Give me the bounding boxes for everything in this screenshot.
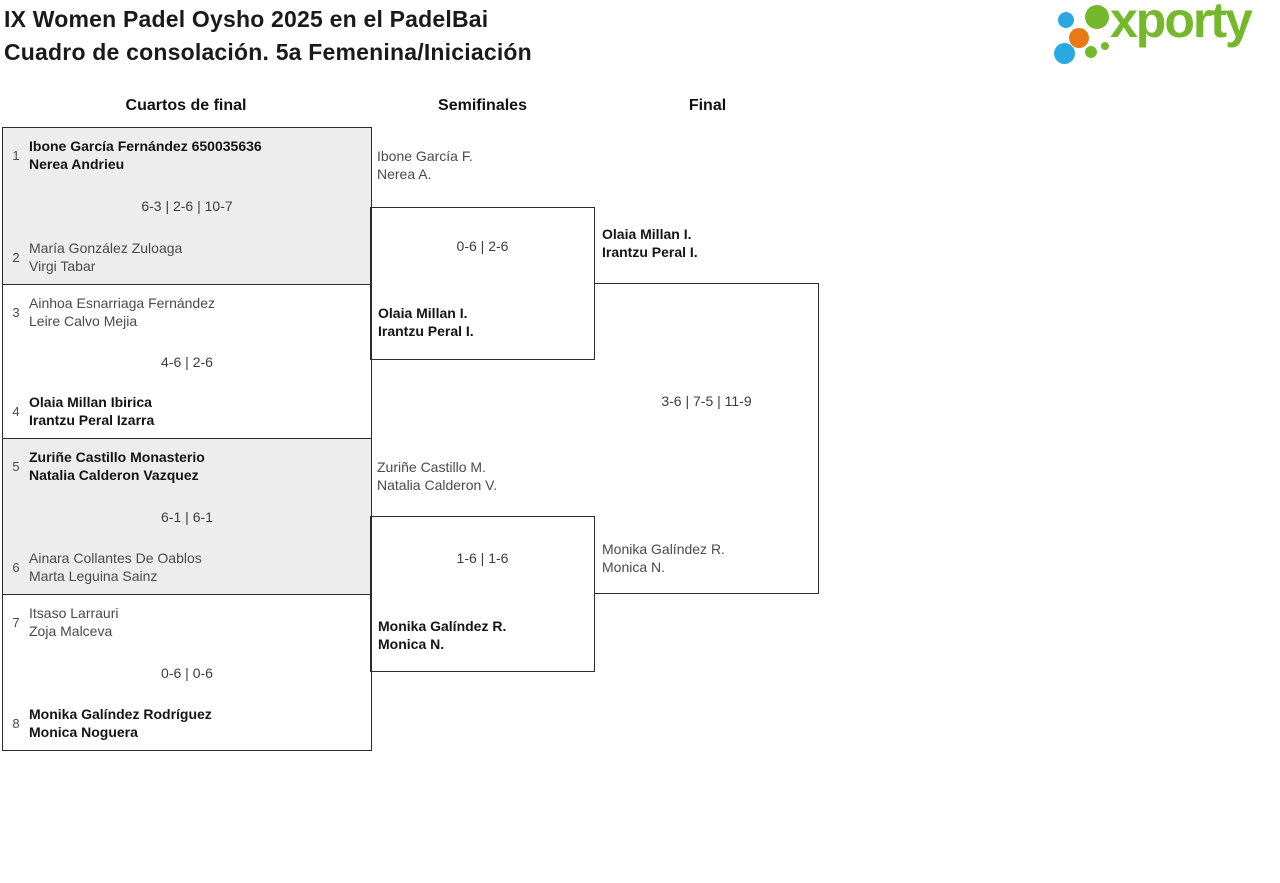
team-name: Itsaso Larrauri Zoja Malceva bbox=[29, 605, 119, 639]
sf2-bottom-team: Monika Galíndez R. Monica N. bbox=[378, 618, 507, 652]
qf4-bottom-team: 8 Monika Galíndez Rodríguez Monica Nogue… bbox=[3, 705, 371, 741]
logo-dot-green-tiny bbox=[1101, 42, 1109, 50]
sf1-bottom-team: Olaia Millan I. Irantzu Peral I. bbox=[378, 305, 474, 339]
qf4-top-team: 7 Itsaso Larrauri Zoja Malceva bbox=[3, 604, 371, 640]
sf2-top-team: Zuriñe Castillo M. Natalia Calderon V. bbox=[377, 459, 498, 493]
seed-number: 8 bbox=[12, 715, 20, 731]
round-header-semifinales: Semifinales bbox=[438, 97, 527, 114]
xporty-logo: xporty bbox=[1048, 0, 1280, 70]
team-name: Ainhoa Esnarriaga Fernández Leire Calvo … bbox=[29, 295, 216, 329]
final-bottom-team: Monika Galíndez R. Monica N. bbox=[602, 541, 725, 575]
team-name: Olaia Millan Ibirica Irantzu Peral Izarr… bbox=[29, 394, 155, 428]
match-score: 1-6 | 1-6 bbox=[456, 550, 509, 566]
logo-dot-green-small bbox=[1085, 46, 1097, 58]
match-score: 0-6 | 0-6 bbox=[161, 664, 213, 681]
seed-number: 6 bbox=[12, 559, 20, 575]
quarterfinals-column: 1 Ibone García Fernández 650035636 Nerea… bbox=[2, 127, 372, 751]
qf3-top-team: 5 Zuriñe Castillo Monasterio Natalia Cal… bbox=[3, 448, 371, 484]
seed-number: 1 bbox=[12, 147, 20, 163]
qf-match-4[interactable]: 7 Itsaso Larrauri Zoja Malceva 0-6 | 0-6… bbox=[3, 594, 371, 750]
round-header-cuartos: Cuartos de final bbox=[125, 97, 247, 114]
match-score: 6-3 | 2-6 | 10-7 bbox=[141, 198, 233, 214]
sf1-top-team: Ibone García F. Nerea A. bbox=[377, 148, 473, 182]
page-subtitle: Cuadro de consolación. 5a Femenina/Inici… bbox=[4, 39, 532, 65]
match-score: 0-6 | 2-6 bbox=[456, 238, 509, 254]
qf1-bottom-team: 2 María González Zuloaga Virgi Tabar bbox=[3, 239, 371, 275]
logo-dot-green-big bbox=[1085, 5, 1109, 29]
match-score: 6-1 | 6-1 bbox=[161, 508, 213, 525]
final-match[interactable]: 3-6 | 7-5 | 11-9 Monika Galíndez R. Moni… bbox=[595, 283, 819, 594]
sf-match-1[interactable]: 0-6 | 2-6 Olaia Millan I. Irantzu Peral … bbox=[370, 207, 595, 360]
team-name: Ibone García Fernández 650035636 Nerea A… bbox=[29, 138, 262, 172]
seed-number: 7 bbox=[12, 614, 20, 630]
team-name: María González Zuloaga Virgi Tabar bbox=[29, 240, 183, 274]
qf2-top-team: 3 Ainhoa Esnarriaga Fernández Leire Calv… bbox=[3, 294, 371, 330]
team-name: Zuriñe Castillo Monasterio Natalia Calde… bbox=[29, 449, 205, 483]
seed-number: 2 bbox=[12, 249, 20, 265]
qf3-bottom-team: 6 Ainara Collantes De Oablos Marta Legui… bbox=[3, 549, 371, 585]
qf-match-1[interactable]: 1 Ibone García Fernández 650035636 Nerea… bbox=[3, 128, 371, 284]
team-name: Ainara Collantes De Oablos Marta Leguina… bbox=[29, 550, 202, 584]
final-top-team: Olaia Millan I. Irantzu Peral I. bbox=[602, 226, 698, 260]
qf1-top-team: 1 Ibone García Fernández 650035636 Nerea… bbox=[3, 137, 371, 173]
logo-dot-blue-bottom bbox=[1054, 43, 1075, 64]
sf-match-2[interactable]: 1-6 | 1-6 Monika Galíndez R. Monica N. bbox=[370, 516, 595, 672]
qf-match-3[interactable]: 5 Zuriñe Castillo Monasterio Natalia Cal… bbox=[3, 438, 371, 594]
team-name: Monika Galíndez Rodríguez Monica Noguera bbox=[29, 706, 212, 740]
xporty-logo-text: xporty bbox=[1110, 0, 1253, 48]
round-header-final: Final bbox=[688, 97, 727, 114]
seed-number: 3 bbox=[12, 304, 20, 320]
qf-match-2[interactable]: 3 Ainhoa Esnarriaga Fernández Leire Calv… bbox=[3, 284, 371, 438]
match-score: 4-6 | 2-6 bbox=[161, 353, 213, 370]
match-score: 3-6 | 7-5 | 11-9 bbox=[661, 393, 752, 409]
logo-dot-blue-top bbox=[1058, 12, 1074, 28]
seed-number: 4 bbox=[12, 403, 20, 419]
logo-dot-orange bbox=[1069, 28, 1089, 48]
seed-number: 5 bbox=[12, 458, 20, 474]
qf2-bottom-team: 4 Olaia Millan Ibirica Irantzu Peral Iza… bbox=[3, 393, 371, 429]
page-title: IX Women Padel Oysho 2025 en el PadelBai bbox=[4, 6, 489, 32]
